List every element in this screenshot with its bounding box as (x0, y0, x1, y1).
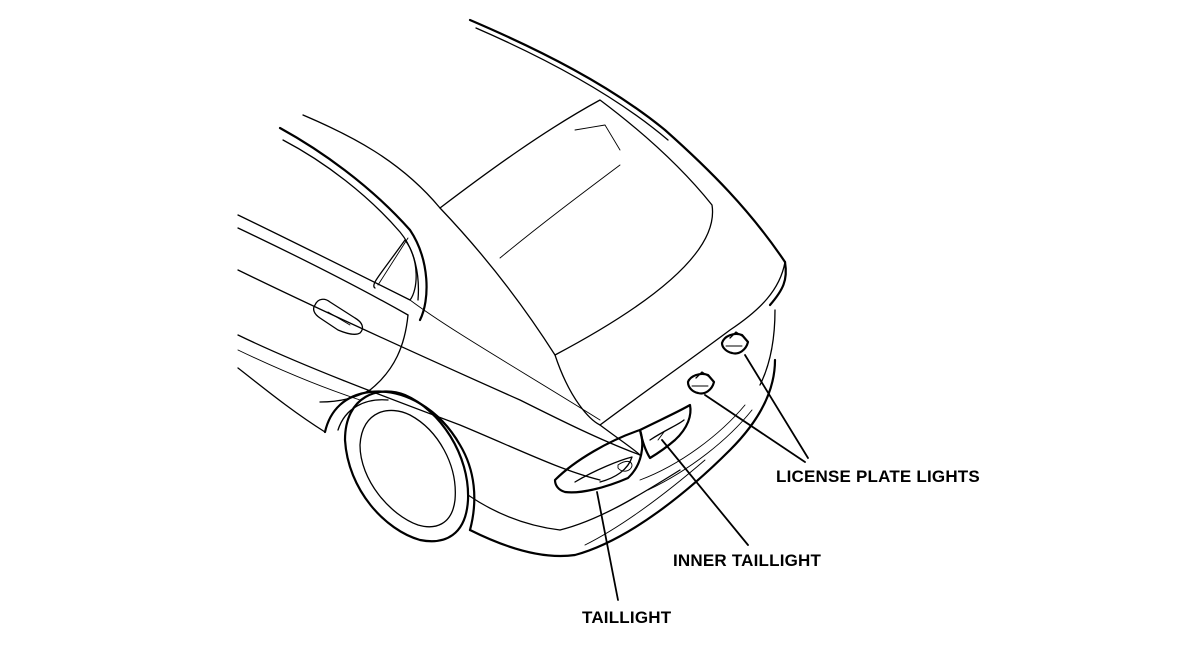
leader-license-left (704, 394, 806, 463)
license-plate-light-left (686, 371, 716, 395)
label-license-plate-lights: LICENSE PLATE LIGHTS (776, 467, 980, 486)
car-body-outline (237, 18, 787, 557)
leader-license-right (744, 354, 809, 459)
label-inner-taillight: INNER TAILLIGHT (673, 551, 822, 570)
taillight-assembly (553, 428, 644, 494)
license-plate-light-right (720, 331, 750, 355)
inner-taillight-assembly (638, 403, 692, 460)
leader-lines (596, 354, 809, 601)
leader-inner-taillight (661, 439, 749, 546)
label-taillight: TAILLIGHT (582, 608, 672, 627)
leader-taillight (596, 491, 619, 601)
